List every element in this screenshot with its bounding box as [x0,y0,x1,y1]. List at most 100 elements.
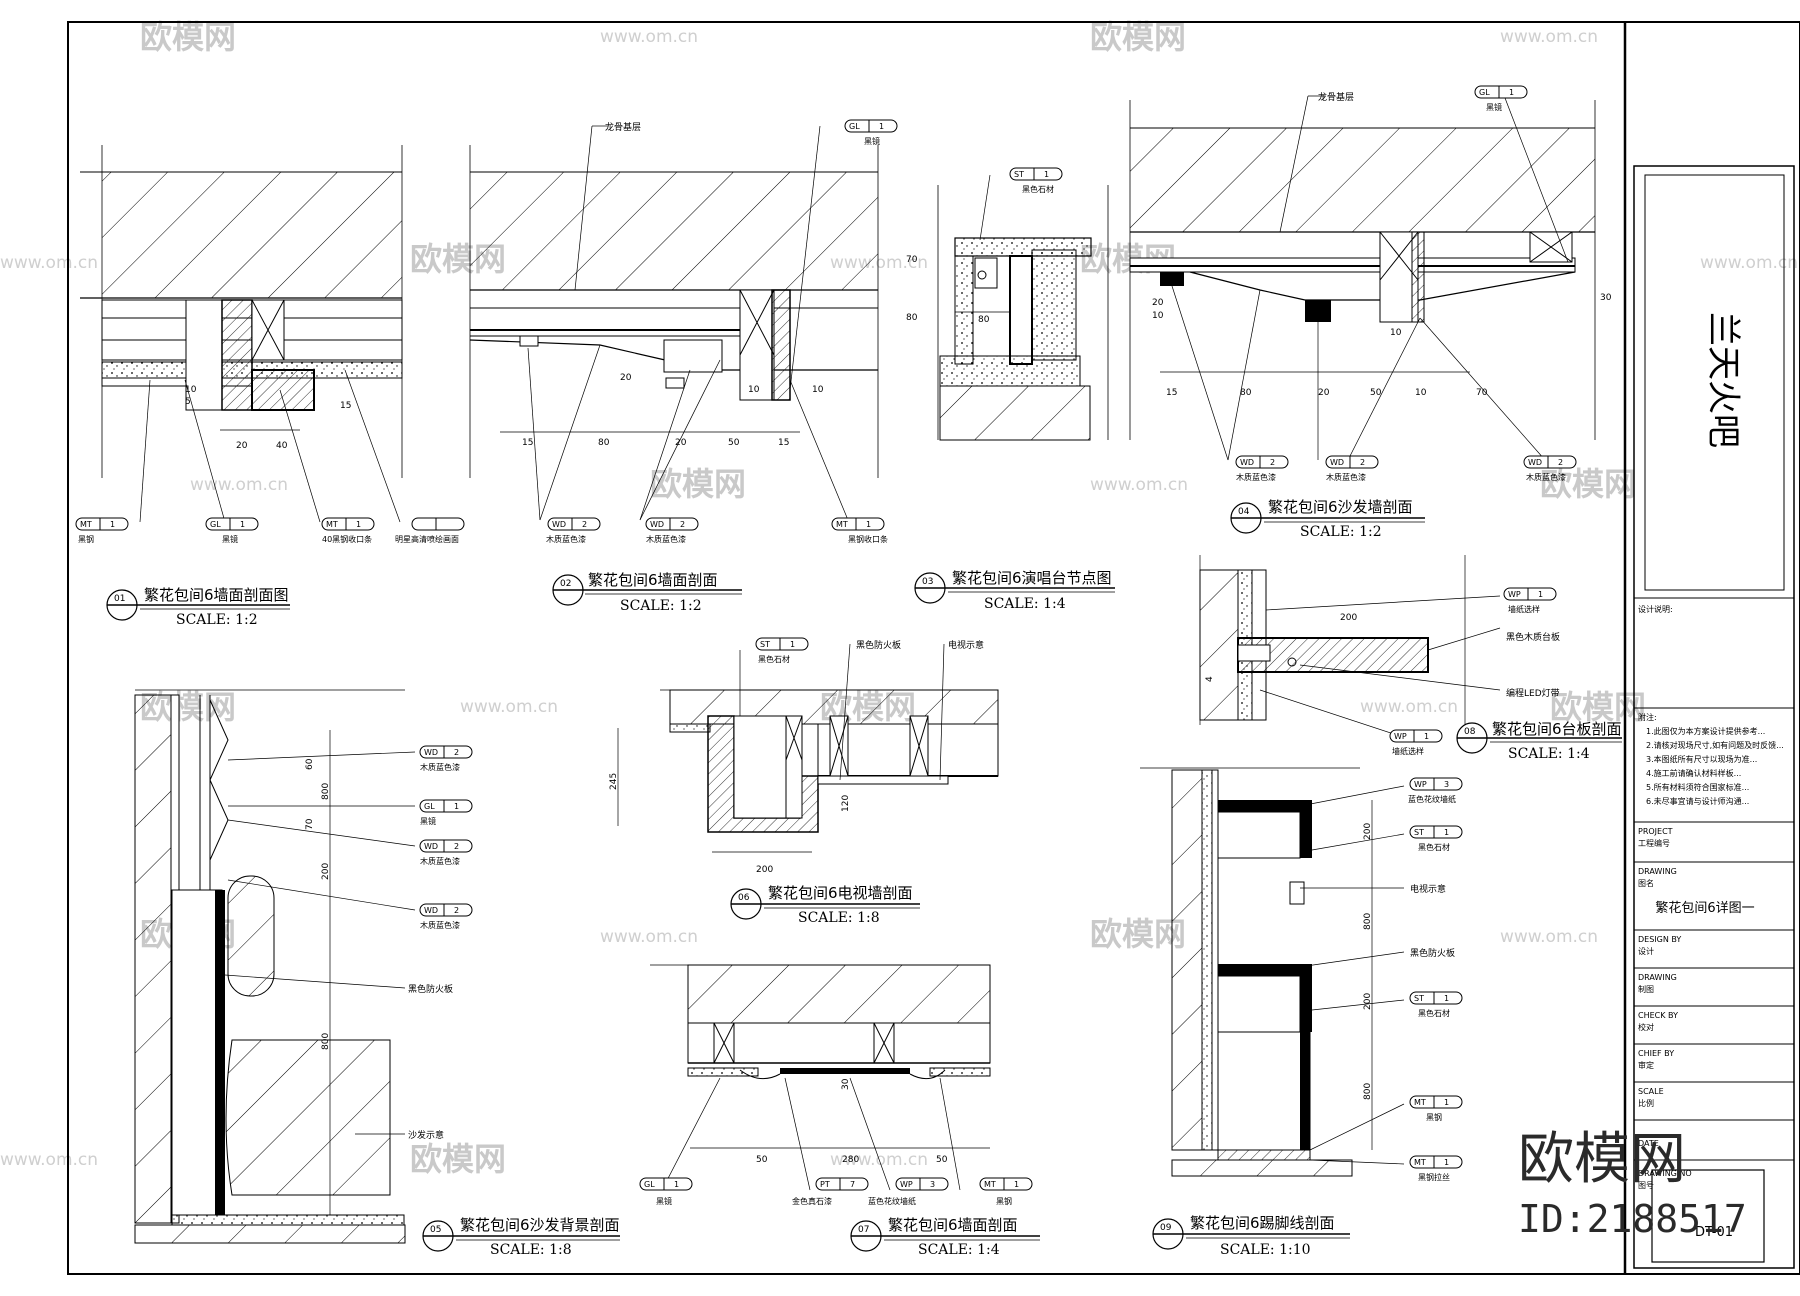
svg-text:木质蓝色漆: 木质蓝色漆 [420,920,460,930]
svg-text:MT: MT [836,520,848,529]
svg-text:黑钢: 黑钢 [1426,1112,1442,1122]
detail-08: 200 4 WP 1 墙纸选样 黑色木质台板 编程LED灯带 WP 1 墙纸选样 [1199,555,1560,756]
svg-text:GL: GL [210,520,221,529]
svg-text:WP: WP [1508,590,1521,599]
material-tag: MT 1 黑钢 [1409,1095,1463,1122]
svg-text:1: 1 [1509,88,1514,97]
svg-text:欧模网: 欧模网 [1090,915,1186,953]
svg-text:欧模网: 欧模网 [1090,18,1186,56]
svg-text:繁花包间6墙面剖面图: 繁花包间6墙面剖面图 [144,586,289,604]
drawing-title-value: 繁花包间6详图一 [1655,900,1754,916]
svg-text:WD: WD [1528,458,1542,467]
svg-text:WD: WD [650,520,664,529]
svg-text:10: 10 [185,385,197,395]
svg-text:WP: WP [1414,780,1427,789]
material-tag: MT 1 黑钢 [979,1177,1033,1206]
svg-text:2: 2 [680,520,685,529]
svg-text:3: 3 [930,1180,935,1189]
svg-text:50: 50 [756,1155,768,1165]
svg-text:WD: WD [424,842,438,851]
svg-text:4: 4 [1205,676,1215,682]
svg-text:245: 245 [609,773,619,790]
svg-text:黑镜: 黑镜 [222,534,238,544]
svg-text:www.om.cn: www.om.cn [1360,697,1458,717]
detail-05: 800 200 800 60 70 WD 2 木质蓝色漆 GL 1 黑镜 WD [134,689,473,1244]
material-tag: GL 1 黑镜 [419,799,473,826]
drawing-number: DT-01 [1695,1225,1733,1240]
svg-text:15: 15 [1166,388,1177,398]
svg-text:10: 10 [1152,311,1164,321]
svg-text:2: 2 [454,906,459,915]
svg-text:GL: GL [849,122,860,131]
svg-text:2: 2 [1270,458,1275,467]
svg-text:1: 1 [1444,828,1449,837]
svg-text:20: 20 [236,441,248,451]
svg-text:20: 20 [620,373,632,383]
svg-text:80: 80 [978,315,990,325]
svg-text:黑钢拉丝: 黑钢拉丝 [1418,1172,1450,1182]
svg-text:70: 70 [1476,388,1488,398]
svg-text:80: 80 [598,438,610,448]
svg-text:蓝色花纹墙纸: 蓝色花纹墙纸 [1408,794,1456,804]
svg-text:CHIEF BY: CHIEF BY [1638,1049,1674,1058]
svg-text:www.om.cn: www.om.cn [0,253,98,273]
material-tag: MT 1 40黑钢收口条 [321,517,375,544]
notes-label: 附注: [1638,712,1657,722]
svg-text:木质蓝色漆: 木质蓝色漆 [420,856,460,866]
design-notes-label: 设计说明: [1638,604,1673,614]
material-tag: GL 1 黑镜 [639,1177,693,1206]
svg-text:黑钢: 黑钢 [78,534,94,544]
svg-text:SCALE: 1:4: SCALE: 1:4 [1508,746,1590,762]
svg-text:SCALE: 1:2: SCALE: 1:2 [620,598,702,614]
svg-text:木质蓝色漆: 木质蓝色漆 [1526,472,1566,482]
svg-text:PT: PT [820,1180,830,1189]
detail-title-02: 02 繁花包间6墙面剖面 SCALE: 1:2 [552,571,742,614]
svg-text:1: 1 [240,520,245,529]
svg-text:SCALE: 1:4: SCALE: 1:4 [918,1242,1000,1258]
svg-text:繁花包间6演唱台节点图: 繁花包间6演唱台节点图 [952,569,1112,587]
svg-text:30: 30 [841,1078,851,1090]
svg-text:70: 70 [906,255,918,265]
svg-text:800: 800 [1363,1083,1373,1100]
svg-text:3.本图纸所有尺寸以现场为准...: 3.本图纸所有尺寸以现场为准... [1646,754,1757,764]
tv-indicative-label-2: 电视示意 [1410,883,1446,895]
svg-text:WD: WD [1330,458,1344,467]
svg-text:www.om.cn: www.om.cn [1090,475,1188,495]
svg-text:繁花包间6踢脚线剖面: 繁花包间6踢脚线剖面 [1190,1214,1335,1232]
svg-text:10: 10 [812,385,824,395]
svg-text:DRAWING: DRAWING [1638,973,1677,982]
black-wood-counter-label: 黑色木质台板 [1506,631,1560,643]
svg-text:10: 10 [1415,388,1427,398]
svg-text:SCALE: 1:8: SCALE: 1:8 [490,1242,572,1258]
material-tag: WD 2 木质蓝色漆 [1235,455,1289,482]
svg-text:繁花包间6墙面剖面: 繁花包间6墙面剖面 [588,571,718,589]
svg-text:欧模网: 欧模网 [650,465,746,503]
title-block: 兰天火吧 设计说明: 附注: 1.此图仅为本方案设计提供参考... 2.请核对现… [1633,165,1795,1269]
svg-text:黑色石材: 黑色石材 [1418,1008,1450,1018]
svg-text:800: 800 [321,1033,331,1050]
svg-text:黑镜: 黑镜 [864,136,880,146]
tb-row-check: CHECK BY 校对 [1638,1011,1678,1032]
svg-text:3: 3 [1444,780,1449,789]
svg-text:800: 800 [321,783,331,800]
material-tag: WD 2 木质蓝色漆 [645,517,699,544]
material-tag: WD 2 木质蓝色漆 [419,903,473,930]
svg-text:www.om.cn: www.om.cn [460,697,558,717]
svg-text:欧模网: 欧模网 [1540,465,1636,503]
svg-text:WD: WD [552,520,566,529]
svg-text:GL: GL [644,1180,655,1189]
tb-row-draft: DRAWING 制图 [1638,973,1677,994]
svg-text:黑钢收口条: 黑钢收口条 [848,534,888,544]
project-name: 兰天火吧 [1703,312,1743,448]
svg-text:工程编号: 工程编号 [1638,838,1670,848]
svg-text:墙纸选样: 墙纸选样 [1392,746,1424,756]
svg-text:SCALE: 1:4: SCALE: 1:4 [984,596,1066,612]
detail-title-07: 07 繁花包间6墙面剖面 SCALE: 1:4 [850,1216,1040,1258]
detail-title-08: 08 繁花包间6台板剖面 SCALE: 1:4 [1456,720,1622,762]
svg-text:黑色石材: 黑色石材 [758,654,790,664]
svg-text:50: 50 [728,438,740,448]
svg-text:黑色石材: 黑色石材 [1022,184,1054,194]
detail-title-04: 04 繁花包间6沙发墙剖面 SCALE: 1:2 [1230,498,1425,540]
svg-text:审定: 审定 [1638,1060,1654,1070]
